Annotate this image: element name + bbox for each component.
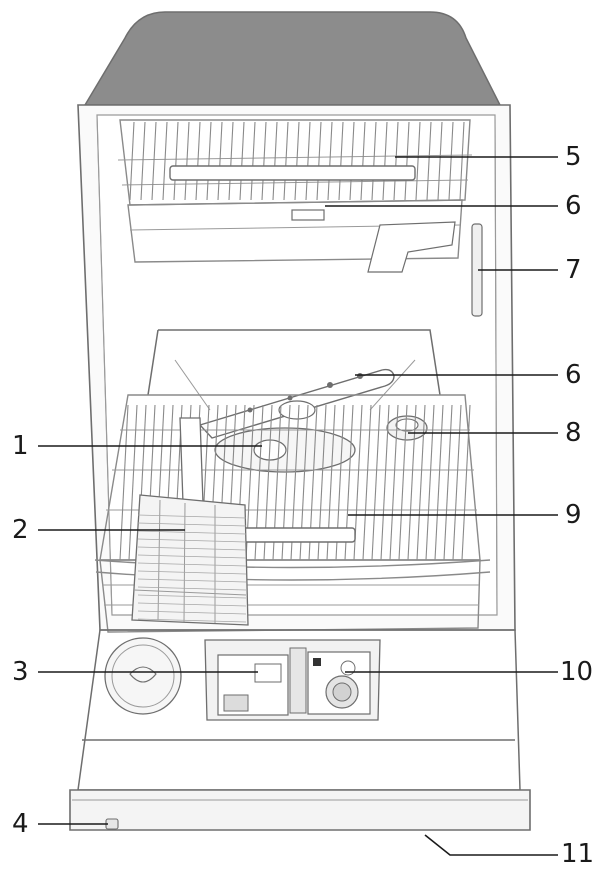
callout-11: 11 (561, 839, 595, 869)
rack-tine (195, 121, 201, 201)
basket-wire (137, 618, 247, 623)
callout-5: 5 (565, 142, 582, 172)
basket-wire (137, 554, 247, 559)
rack-tine (407, 404, 417, 561)
basket-wire (137, 562, 247, 567)
spray-arm-hub (278, 400, 316, 420)
callout-10: 10 (560, 657, 594, 687)
cutlery-basket (131, 417, 249, 626)
callout-1: 1 (12, 431, 29, 461)
callout-6b: 6 (565, 360, 582, 390)
rack-tine (206, 121, 212, 201)
rack-tine (349, 121, 355, 201)
rack-tine (371, 404, 381, 561)
rack-tine (452, 404, 462, 561)
rack-tine (140, 121, 146, 201)
callout-4: 4 (12, 809, 29, 839)
basket-wire (137, 578, 247, 583)
rack-tine (129, 121, 135, 201)
leader-11 (424, 834, 558, 856)
rack-tine (151, 121, 157, 201)
rack-tine (426, 121, 432, 201)
basket-wire (137, 594, 247, 599)
leader-lines (38, 156, 558, 856)
rack-tine (128, 404, 138, 561)
rack-tine (162, 121, 168, 201)
rack-tine (404, 121, 410, 201)
callout-8: 8 (565, 418, 582, 448)
callout-7: 7 (565, 255, 582, 285)
salt-container-cap (386, 415, 428, 441)
rack-tine (184, 121, 190, 201)
rack-tine (362, 404, 372, 561)
rack-tine (461, 404, 471, 561)
callout-9: 9 (565, 500, 582, 530)
upper-spray-arm-hub (291, 209, 325, 221)
basket-wire (137, 570, 247, 575)
dishwasher-lid (83, 11, 502, 106)
rack-tine (398, 404, 408, 561)
rinse-aid-dispenser (307, 651, 371, 715)
rack-tine (448, 121, 454, 201)
rack-tine (382, 121, 388, 201)
door (69, 629, 531, 831)
rack-tine (228, 121, 234, 201)
rack-tine (294, 121, 300, 201)
callout-6a: 6 (565, 191, 582, 221)
rack-tine (393, 121, 399, 201)
door-vent (104, 637, 182, 715)
rack-tine (434, 404, 444, 561)
rack-tine (305, 121, 311, 201)
basket-wire (137, 546, 247, 551)
callout-3: 3 (12, 657, 29, 687)
rack-tine (316, 121, 322, 201)
rack-tine (425, 404, 435, 561)
rack-tine (283, 121, 289, 201)
rack-tine (173, 121, 179, 201)
basket-wire (137, 530, 247, 535)
upper-rack (117, 119, 473, 273)
rack-tine (443, 404, 453, 561)
upper-rack-cup-shelf (367, 221, 456, 273)
basket-wire (137, 538, 247, 543)
basket-wire (137, 522, 247, 527)
rack-tine (389, 404, 399, 561)
lower-rack (94, 394, 491, 633)
rack-tine (437, 121, 443, 201)
rack-tine (272, 121, 278, 201)
basket-wire (137, 514, 247, 519)
rack-tine (327, 121, 333, 201)
rack-tine (338, 121, 344, 201)
upper-rack-handle (169, 165, 416, 181)
rack-tine (217, 121, 223, 201)
rack-tine (416, 404, 426, 561)
rack-tine (415, 121, 421, 201)
basket-wire (137, 602, 247, 607)
callout-2: 2 (12, 515, 29, 545)
rack-tine (360, 121, 366, 201)
rack-tine (250, 121, 256, 201)
rack-tine (239, 121, 245, 201)
basket-wire (137, 586, 247, 591)
rack-tine (380, 404, 390, 561)
rack-tine (459, 121, 465, 201)
rack-tine (119, 404, 129, 561)
basket-wire (137, 610, 247, 615)
rack-tine (371, 121, 377, 201)
rack-tine (261, 121, 267, 201)
